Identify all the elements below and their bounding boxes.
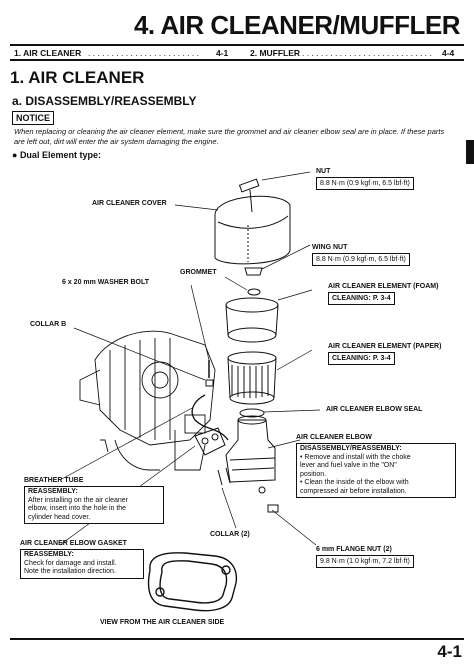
element-paper-label: AIR CLEANER ELEMENT (PAPER) [328,343,442,350]
elbow-label: AIR CLEANER ELBOW [296,434,372,441]
chapter-thumb-tab [466,140,474,164]
wing-nut-torque-box: 8.8 N·m (0.9 kgf·m, 6.5 lbf·ft) [312,253,410,266]
nut-torque-box: 8.8 N·m (0.9 kgf·m, 6.5 lbf·ft) [316,177,414,190]
collar-b-label: COLLAR B [30,321,67,328]
breather-box-line: elbow, insert into the hole in the [28,505,127,512]
footer-rule [10,638,464,640]
grommet-label: GROMMET [180,269,217,276]
gasket-box-title: REASSEMBLY: [24,551,74,558]
element-foam-cleaning-box: CLEANING: P. 3-4 [328,292,395,305]
toc-dots: . . . . . . . . . . . . . . . . . . . . … [302,48,432,58]
section-title: 1. AIR CLEANER [10,68,145,87]
air-cleaner-cover-label: AIR CLEANER COVER [92,200,167,207]
gasket-label: AIR CLEANER ELBOW GASKET [20,540,127,547]
gasket-drawing [194,427,226,456]
paper-element-drawing [227,351,277,405]
elbow-instructions-box: DISASSEMBLY/REASSEMBLY: • Remove and ins… [296,443,456,498]
elbow-box-line: compressed air before installation. [300,487,407,495]
toc-page-air-cleaner[interactable]: 4-1 [216,48,229,58]
toc-item-air-cleaner[interactable]: 1. AIR CLEANER [14,48,82,58]
engine-drawing [79,330,216,471]
collar-2-label: COLLAR (2) [210,531,250,538]
air-cleaner-cover-drawing [214,178,291,265]
collar-drawing [217,467,231,486]
notice-text: When replacing or cleaning the air clean… [14,127,445,146]
dual-element-label: Dual Element type: [19,150,101,160]
dual-element-heading: ● Dual Element type: [12,150,101,160]
breather-tube-label: BREATHER TUBE [24,477,84,484]
elbow-seal-drawing [239,408,265,418]
breather-box-title: REASSEMBLY: [28,488,78,495]
wing-nut-label: WING NUT [312,244,348,251]
chapter-title: 4. AIR CLEANER/MUFFLER [133,10,461,40]
element-paper-cleaning-box: CLEANING: P. 3-4 [328,352,395,365]
toc-dots: . . . . . . . . . . . . . . . . . . . . … [88,48,199,58]
gasket-box: REASSEMBLY: Check for damage and install… [20,549,144,579]
elbow-seal-label: AIR CLEANER ELBOW SEAL [326,406,423,413]
elbow-box-line: lever and fuel valve in the "ON" [300,462,397,469]
leader-lines [59,171,321,546]
elbow-box-title: DISASSEMBLY/REASSEMBLY: [300,445,402,452]
elbow-box-line: • Clean the inside of the elbow with [300,479,409,486]
nut-label: NUT [316,168,331,175]
foam-element-drawing [225,297,279,343]
section-subtitle: a. DISASSEMBLY/REASSEMBLY [12,94,197,108]
gasket-view-drawing [147,552,238,612]
wing-nut-drawing [244,267,263,296]
flange-nut-drawing [267,504,279,513]
washer-bolt-label: 6 x 20 mm WASHER BOLT [62,279,150,286]
page-number: 4-1 [437,642,462,661]
breather-tube-box: REASSEMBLY: After installing on the air … [24,486,164,524]
flange-nut-label: 6 mm FLANGE NUT (2) [316,546,392,553]
elbow-box-line: • Remove and install with the choke [300,453,411,461]
elbow-box-line: position. [300,470,327,478]
breather-box-line: cylinder head cover. [28,513,91,521]
gasket-box-line: Note the installation direction. [24,568,116,575]
flange-nut-torque-box: 9.8 N·m (1.0 kgf·m, 7.2 lbf·ft) [316,555,414,568]
notice-badge: NOTICE [12,111,55,125]
toc-page-muffler[interactable]: 4-4 [442,48,455,58]
view-caption: VIEW FROM THE AIR CLEANER SIDE [100,619,225,626]
breather-box-line: After installing on the air cleaner [28,496,128,504]
table-of-contents: 1. AIR CLEANER . . . . . . . . . . . . .… [10,44,464,61]
element-foam-label: AIR CLEANER ELEMENT (FOAM) [328,283,439,290]
collar-b-drawing [205,379,214,387]
elbow-drawing [225,415,276,494]
toc-item-muffler[interactable]: 2. MUFFLER [250,48,301,58]
gasket-box-line: Check for damage and install. [24,559,117,567]
